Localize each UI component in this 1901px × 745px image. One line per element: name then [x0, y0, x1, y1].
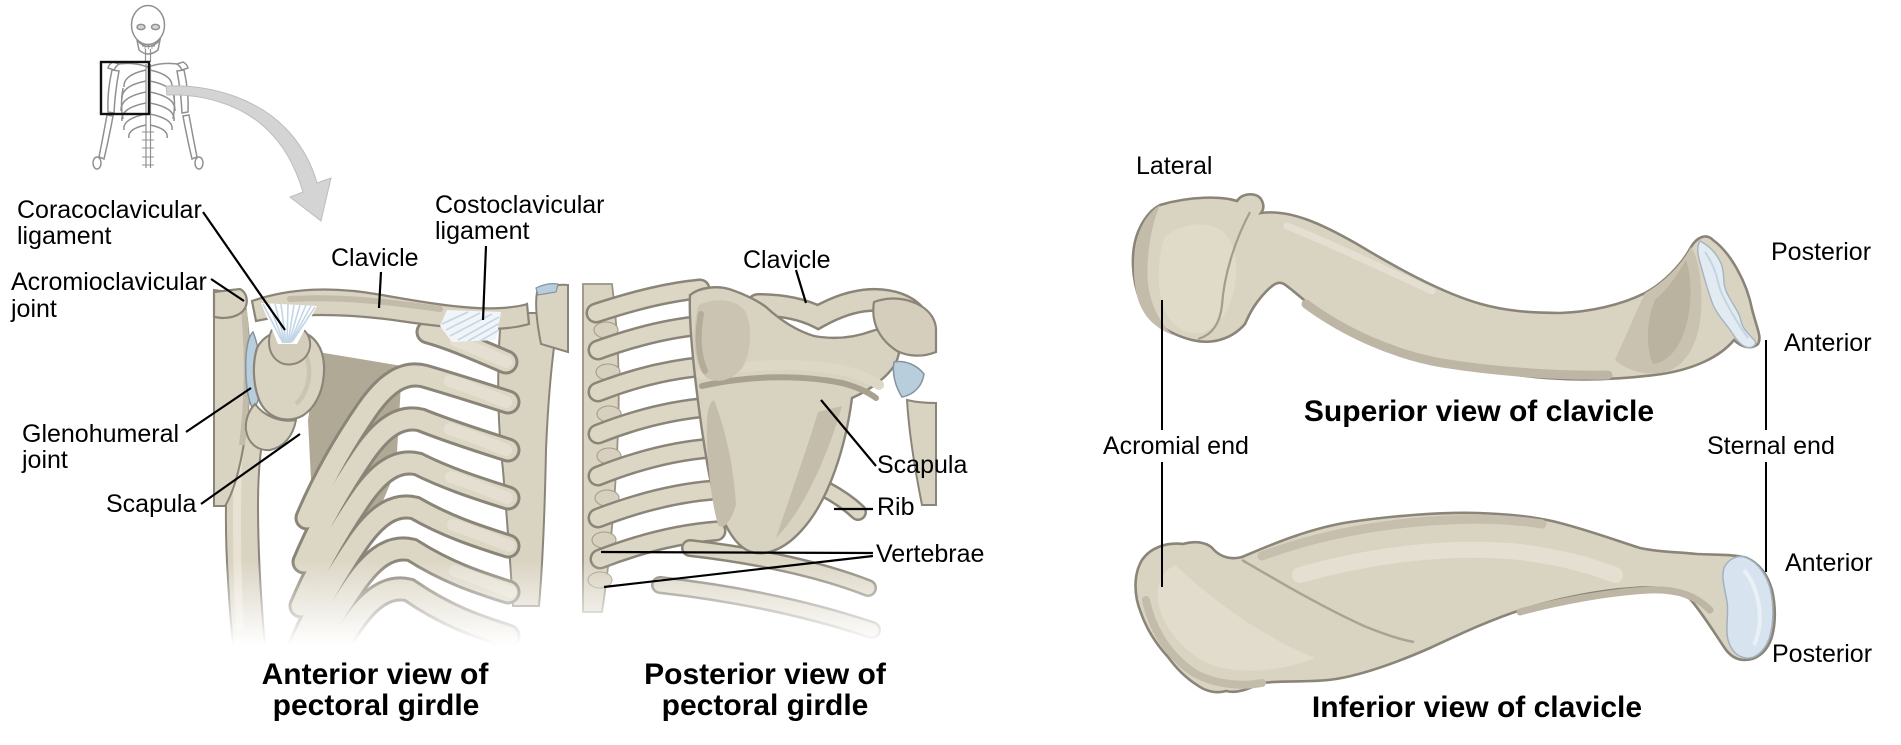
svg-text:joint: joint	[21, 446, 68, 474]
svg-text:Lateral: Lateral	[1136, 152, 1212, 180]
svg-text:Scapula: Scapula	[106, 490, 196, 518]
svg-text:pectoral girdle: pectoral girdle	[273, 689, 480, 722]
svg-text:Acromial end: Acromial end	[1103, 432, 1249, 460]
svg-text:Anterior view of: Anterior view of	[262, 658, 490, 691]
svg-text:Posterior: Posterior	[1771, 238, 1871, 266]
svg-text:Anterior: Anterior	[1784, 329, 1872, 357]
svg-text:Acromioclavicular: Acromioclavicular	[11, 268, 207, 296]
svg-text:ligament: ligament	[17, 222, 112, 250]
svg-text:Superior view of clavicle: Superior view of clavicle	[1304, 395, 1654, 428]
svg-text:ligament: ligament	[435, 217, 530, 245]
svg-text:Posterior: Posterior	[1772, 640, 1872, 668]
svg-text:Anterior: Anterior	[1785, 549, 1873, 577]
svg-text:Clavicle: Clavicle	[331, 244, 419, 272]
svg-text:pectoral girdle: pectoral girdle	[662, 689, 869, 722]
svg-text:Clavicle: Clavicle	[743, 246, 831, 274]
svg-text:Sternal end: Sternal end	[1707, 432, 1835, 460]
svg-text:Scapula: Scapula	[877, 451, 967, 479]
svg-text:Glenohumeral: Glenohumeral	[22, 420, 179, 448]
svg-text:Vertebrae: Vertebrae	[876, 540, 984, 568]
svg-text:joint: joint	[10, 295, 57, 323]
svg-text:Costoclavicular: Costoclavicular	[435, 191, 605, 219]
svg-text:Coracoclavicular: Coracoclavicular	[17, 196, 202, 224]
svg-text:Rib: Rib	[877, 493, 915, 521]
svg-text:Posterior view of: Posterior view of	[644, 658, 887, 691]
svg-text:Inferior view of clavicle: Inferior view of clavicle	[1312, 691, 1642, 724]
